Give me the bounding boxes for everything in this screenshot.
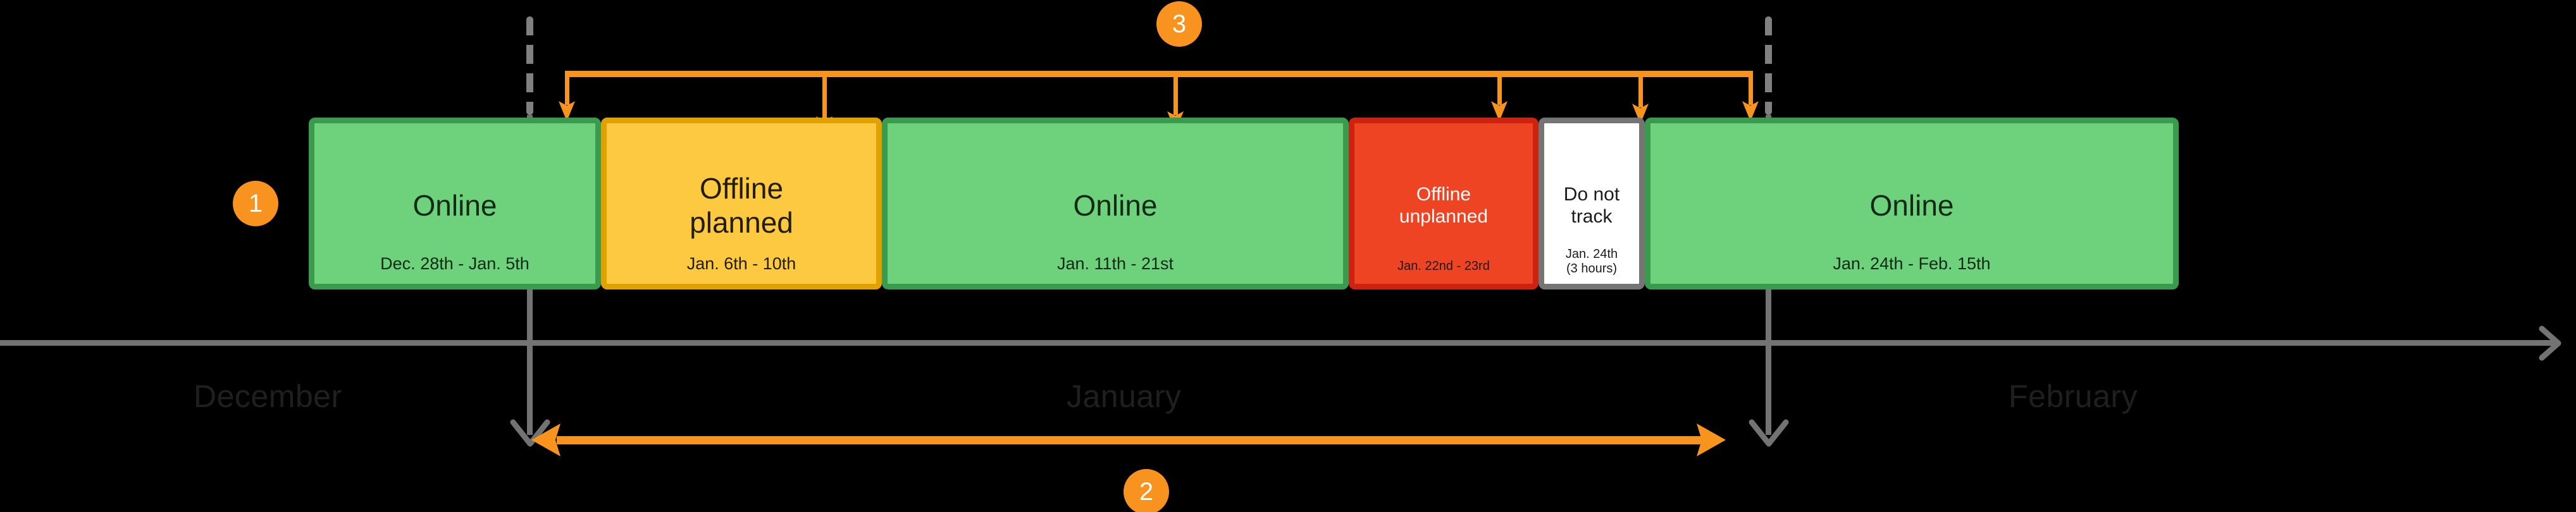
- status-block-dates: Jan. 24th (3 hours): [1565, 247, 1618, 276]
- status-block-online-3[interactable]: Online Jan. 24th - Feb. 15th: [1645, 118, 2179, 290]
- month-label-january: January: [1067, 379, 1182, 414]
- measured-span-bar: [557, 436, 1708, 444]
- status-block-title: Do not track: [1563, 183, 1620, 227]
- status-block-dates: Dec. 28th - Jan. 5th: [380, 253, 529, 273]
- connector-arrow-icon-4: [1491, 101, 1508, 121]
- status-block-title: Offline planned: [690, 171, 793, 239]
- connector-drop-4: [1497, 75, 1502, 105]
- connector-drop-6: [1749, 75, 1753, 105]
- status-block-offline-planned[interactable]: Offline planned Jan. 6th - 10th: [601, 118, 882, 290]
- connector-arrow-icon-1: [559, 101, 575, 121]
- callout-badge-3[interactable]: 3: [1156, 1, 1202, 47]
- status-block-title: Online: [1869, 188, 1954, 222]
- status-block-title: Online: [1073, 188, 1158, 222]
- status-block-online-2[interactable]: Online Jan. 11th - 21st: [882, 118, 1349, 290]
- status-block-offline-unplanned[interactable]: Offline unplanned Jan. 22nd - 23rd: [1349, 118, 1539, 290]
- month-label-december: December: [194, 379, 342, 414]
- callout-badge-1-label: 1: [248, 190, 263, 217]
- measured-span-arrow-right-icon: [1697, 421, 1726, 459]
- status-block-do-not-track[interactable]: Do not track Jan. 24th (3 hours): [1539, 118, 1645, 290]
- status-block-title: Online: [412, 188, 497, 222]
- period-start-arrow-icon: [510, 418, 550, 450]
- connector-drop-2: [822, 75, 827, 120]
- status-block-bar: Online Dec. 28th - Jan. 5th Offline plan…: [309, 118, 2179, 290]
- callout-badge-1[interactable]: 1: [233, 181, 278, 226]
- month-label-february: February: [2009, 379, 2138, 414]
- connector-rail: [565, 71, 1753, 77]
- status-block-dates: Jan. 6th - 10th: [686, 253, 796, 273]
- period-end-arrow-icon: [1749, 418, 1789, 450]
- callout-badge-2[interactable]: 2: [1124, 469, 1169, 512]
- status-block-dates: Jan. 11th - 21st: [1056, 253, 1174, 273]
- connector-drop-5: [1638, 75, 1643, 107]
- status-block-dates: Jan. 22nd - 23rd: [1397, 259, 1490, 273]
- connector-drop-3: [1173, 75, 1178, 115]
- dashed-guide-start: [526, 16, 533, 115]
- connector-arrow-icon-5: [1632, 104, 1649, 124]
- callout-badge-2-label: 2: [1139, 478, 1154, 506]
- measured-span-arrow-left-icon: [531, 421, 560, 459]
- connector-drop-1: [565, 75, 569, 105]
- connector-arrow-icon-6: [1742, 101, 1759, 121]
- timeline-axis-arrow-icon: [2523, 322, 2565, 364]
- status-block-title: Offline unplanned: [1399, 183, 1489, 227]
- status-block-online-1[interactable]: Online Dec. 28th - Jan. 5th: [309, 118, 601, 290]
- dashed-guide-end: [1765, 16, 1772, 115]
- status-block-dates: Jan. 24th - Feb. 15th: [1833, 253, 1991, 273]
- timeline-axis-line: [0, 340, 2556, 346]
- callout-badge-3-label: 3: [1172, 10, 1187, 38]
